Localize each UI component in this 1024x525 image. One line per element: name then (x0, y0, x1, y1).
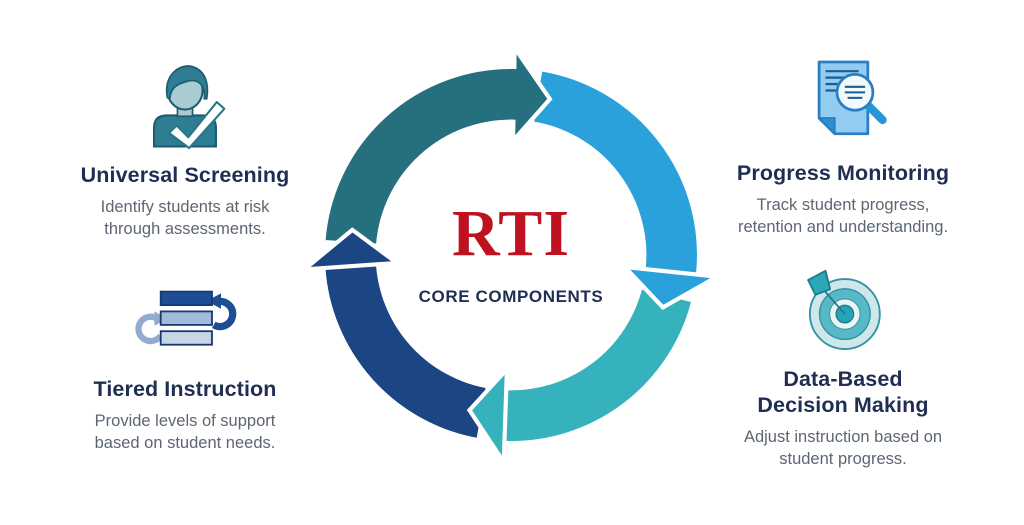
tiered-instruction-heading: Tiered Instruction (93, 377, 277, 401)
tiered-instruction-description: Provide levels of support based on stude… (94, 412, 276, 452)
cycle-arrows (297, 41, 724, 469)
data-based-decision-making-description: Adjust instruction based on student prog… (743, 428, 943, 469)
arc-bottom-left-arrowhead (297, 227, 403, 272)
target-dart-icon (683, 264, 1003, 354)
arc-top-right-arrowhead (619, 264, 724, 311)
section-data-based-decision-making: Data-Based Decision Making Adjust instru… (683, 264, 1003, 471)
universal-screening-description: Identify students at risk through assess… (100, 198, 270, 238)
rti-acronym: RTI (451, 197, 571, 270)
person-check-icon (35, 56, 335, 150)
rti-cycle-diagram (261, 5, 761, 505)
data-based-decision-making-heading: Data-Based Decision Making (757, 367, 929, 418)
document-magnifier-icon (683, 56, 1003, 146)
tiered-bars-cycle-icon (35, 288, 335, 360)
cycle-center-label: RTI CORE COMPONENTS (411, 201, 611, 307)
core-components-tagline: CORE COMPONENTS (418, 287, 604, 306)
arc-top-left (321, 41, 553, 248)
section-progress-monitoring: Progress Monitoring Track student progre… (683, 56, 1003, 239)
progress-monitoring-description: Track student progress, retention and un… (737, 196, 949, 236)
universal-screening-heading: Universal Screening (80, 163, 290, 187)
arc-bottom-right-arrowhead (466, 363, 510, 469)
progress-monitoring-heading: Progress Monitoring (736, 161, 950, 185)
section-tiered-instruction: Tiered Instruction Provide levels of sup… (35, 288, 335, 455)
section-universal-screening: Universal Screening Identify students at… (35, 56, 335, 241)
